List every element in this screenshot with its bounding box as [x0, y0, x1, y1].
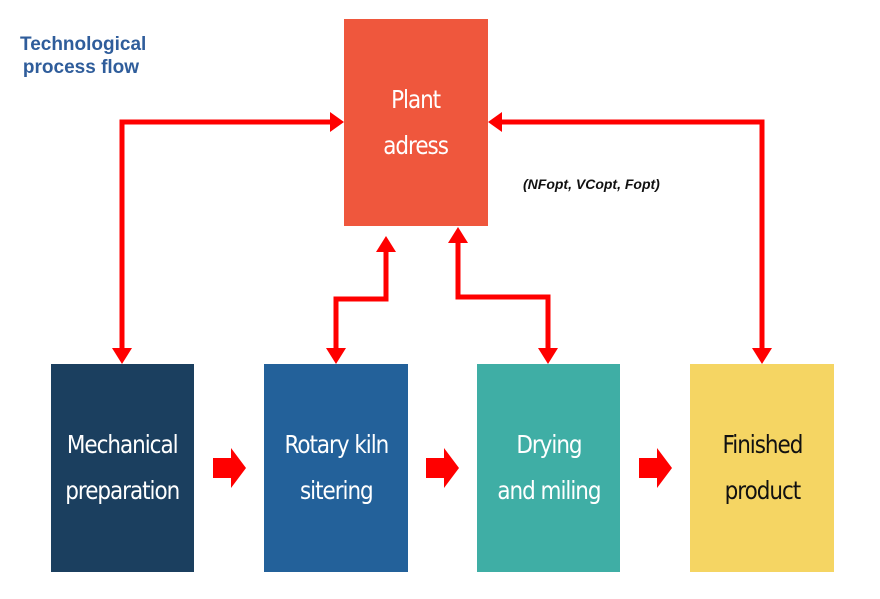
arrowhead-drying-top	[538, 348, 558, 364]
node-mechanical-preparation-label: Mechanical preparation	[65, 430, 181, 505]
node-drying-and-milling: Drying and miling	[477, 364, 620, 572]
node-finished-product-label: Finished product	[722, 430, 803, 505]
arrowhead-plant-right	[488, 112, 502, 132]
node-rotary-kiln-sintering: Rotary kiln sitering	[264, 364, 408, 572]
node-drying-and-milling-label: Drying and miling	[496, 430, 601, 505]
title-line-1: Technological	[20, 34, 147, 55]
arrowhead-rotary-top	[326, 348, 346, 364]
arrowhead-finished-top	[752, 348, 772, 364]
arrowhead-plant-bottom-drying	[448, 227, 468, 243]
title-line-2: process flow	[22, 57, 140, 78]
arrowhead-mechanical-top	[112, 348, 132, 364]
edge-plant-mechanical	[119, 119, 331, 349]
diagram-title: Technological process flow	[20, 33, 147, 79]
flow-arrow-drying-finished	[639, 448, 672, 488]
edge-plant-finished	[501, 119, 765, 349]
optimization-parameters-label: (NFopt, VCopt, Fopt)	[523, 176, 660, 192]
arrowhead-plant-bottom-rotary	[376, 236, 396, 252]
node-finished-product: Finished product	[690, 364, 834, 572]
node-mechanical-preparation: Mechanical preparation	[51, 364, 194, 572]
node-rotary-kiln-sintering-label: Rotary kiln sitering	[284, 430, 389, 505]
flow-arrow-mechanical-rotary	[213, 448, 246, 488]
node-plant-address-label: Plant adress	[383, 84, 450, 160]
edge-plant-rotary	[333, 250, 389, 349]
edge-plant-drying	[455, 241, 551, 349]
arrowhead-plant-left	[330, 112, 344, 132]
flow-arrow-rotary-drying	[426, 448, 459, 488]
node-plant-address: Plant adress	[344, 19, 488, 226]
